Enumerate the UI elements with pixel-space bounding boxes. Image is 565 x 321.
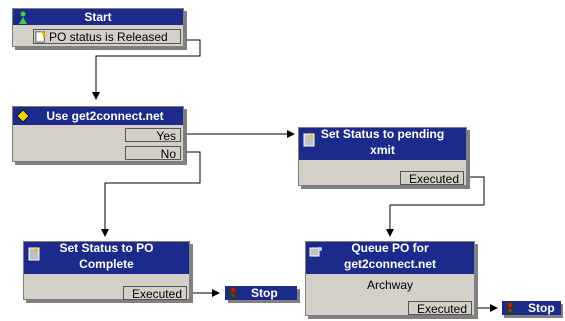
queue-po-title-line1: Queue PO for <box>351 241 429 255</box>
start-condition[interactable]: PO status is Released <box>33 29 181 44</box>
edge-no-to-complete <box>101 151 201 237</box>
traffic-light-stop-icon <box>229 287 237 299</box>
set-status-complete-title-bar: Set Status to PO Complete <box>24 242 189 274</box>
queue-po-port-executed[interactable]: Executed <box>408 301 472 316</box>
start-node[interactable]: Start PO status is Released <box>12 8 184 47</box>
stop-2-label: Stop <box>528 301 555 315</box>
traffic-light-stop-icon <box>506 302 514 314</box>
stop-1-label: Stop <box>251 286 278 300</box>
set-status-pending-title-line2: xmit <box>370 143 395 157</box>
start-condition-label: PO status is Released <box>49 29 168 44</box>
decision-icon <box>16 109 30 123</box>
start-title: Start <box>84 9 112 24</box>
queue-po-title-line2: get2connect.net <box>343 257 436 271</box>
set-status-pending-node[interactable]: Set Status to pending xmit Executed <box>298 127 467 186</box>
port-yes[interactable]: Yes <box>125 128 181 143</box>
set-status-icon <box>28 246 40 261</box>
queue-po-node[interactable]: Queue PO for get2connect.net Archway Exe… <box>305 241 475 316</box>
set-status-pending-title-line1: Set Status to pending <box>320 127 445 141</box>
traffic-light-go-icon <box>19 11 27 24</box>
stop-node-2[interactable]: Stop <box>502 301 561 315</box>
start-title-bar: Start <box>13 9 183 25</box>
edge-start-to-use <box>92 39 201 100</box>
use-get2connect-title-bar: Use get2connect.net <box>13 107 183 125</box>
queue-po-title-bar: Queue PO for get2connect.net <box>306 242 474 274</box>
set-status-complete-node[interactable]: Set Status to PO Complete Executed <box>23 241 190 301</box>
edge-pending-to-queue <box>386 176 485 237</box>
set-status-complete-title-line1: Set Status to PO <box>59 241 154 255</box>
set-status-icon <box>303 132 315 147</box>
use-get2connect-node[interactable]: Use get2connect.net Yes No <box>12 106 184 162</box>
set-status-complete-port-executed[interactable]: Executed <box>123 286 187 301</box>
queue-po-subtitle: Archway <box>366 278 413 292</box>
set-status-pending-port-executed[interactable]: Executed <box>400 171 464 186</box>
use-get2connect-title: Use get2connect.net <box>46 108 164 123</box>
queue-icon <box>309 247 322 257</box>
condition-icon <box>35 30 48 43</box>
stop-node-1[interactable]: Stop <box>225 286 297 300</box>
set-status-complete-title-line2: Complete <box>79 257 134 271</box>
port-no[interactable]: No <box>125 146 181 161</box>
set-status-pending-title-bar: Set Status to pending xmit <box>299 128 466 160</box>
